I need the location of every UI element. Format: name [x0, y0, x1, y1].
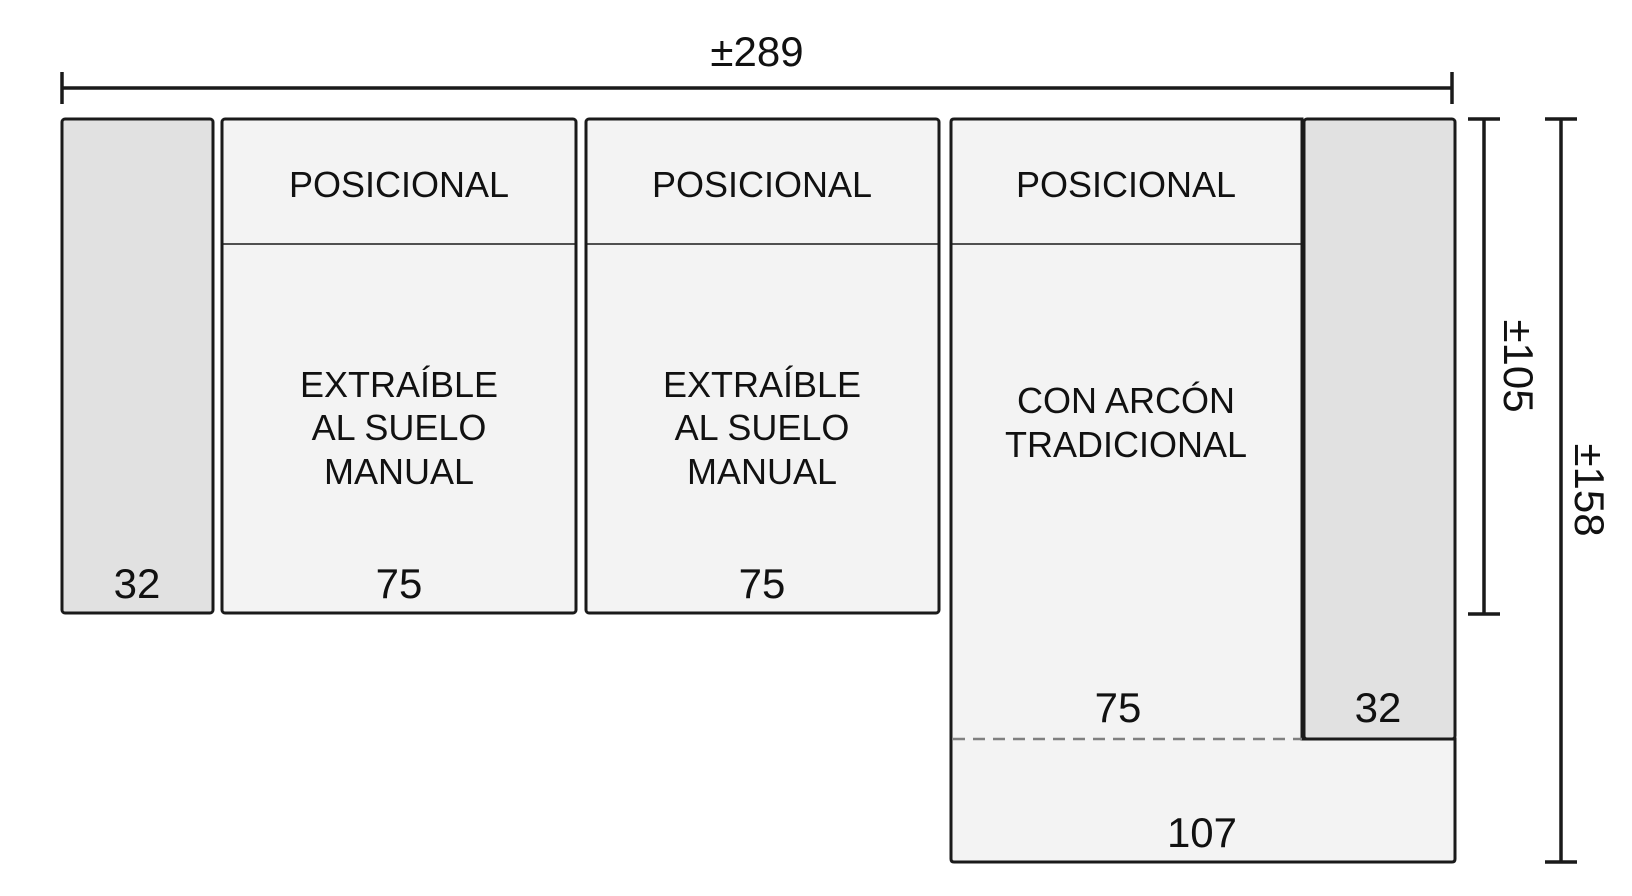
chaise-top-label: POSICIONAL	[1016, 164, 1236, 205]
chaise-type-line-1: CON ARCÓN	[1017, 380, 1235, 421]
seat-1-type-line-1: EXTRAÍBLE	[300, 364, 498, 405]
seat-1-module: POSICIONAL EXTRAÍBLE AL SUELO MANUAL 75	[220, 117, 578, 615]
right-arm-box	[1302, 117, 1457, 741]
width-dimension: ±289	[60, 28, 1454, 104]
seat-2-type-line-2: AL SUELO	[675, 407, 850, 448]
seat-2-width: 75	[739, 560, 786, 607]
seat-2-box	[584, 117, 941, 615]
seat-2-type-line-1: EXTRAÍBLE	[663, 364, 861, 405]
chaise-bottom-width: 107	[1167, 809, 1237, 856]
chaise-module: POSICIONAL CON ARCÓN TRADICIONAL 75 107	[949, 117, 1457, 864]
left-arm-module: 32	[60, 117, 215, 615]
seat-2-type-line-3: MANUAL	[687, 451, 837, 492]
seat-depth-label: ±105	[1495, 319, 1542, 412]
seat-1-width: 75	[376, 560, 423, 607]
right-arm-width: 32	[1355, 684, 1402, 731]
left-arm-box	[60, 117, 215, 615]
seat-depth-dimension: ±105	[1468, 117, 1542, 616]
seat-1-type-line-2: AL SUELO	[312, 407, 487, 448]
seat-1-box	[220, 117, 578, 615]
total-depth-label: ±158	[1566, 443, 1613, 536]
chaise-box	[949, 117, 1457, 864]
seat-2-module: POSICIONAL EXTRAÍBLE AL SUELO MANUAL 75	[584, 117, 941, 615]
total-depth-dimension: ±158	[1545, 117, 1613, 864]
left-arm-width: 32	[114, 560, 161, 607]
right-arm-module: 32	[1302, 117, 1457, 741]
chaise-type-line-2: TRADICIONAL	[1005, 424, 1247, 465]
seat-1-type-line-3: MANUAL	[324, 451, 474, 492]
seat-2-top-label: POSICIONAL	[652, 164, 872, 205]
total-width-label: ±289	[710, 28, 803, 75]
chaise-width: 75	[1095, 684, 1142, 731]
seat-1-top-label: POSICIONAL	[289, 164, 509, 205]
